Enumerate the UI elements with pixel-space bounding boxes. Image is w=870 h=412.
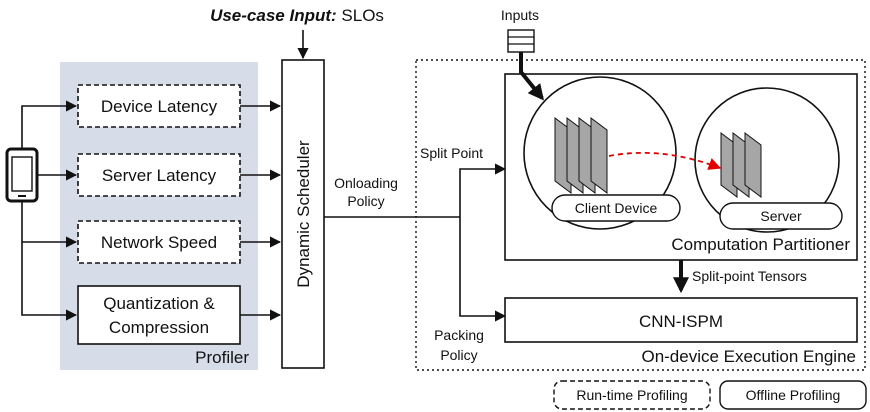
computation-partitioner-label: Computation Partitioner <box>671 235 850 254</box>
packing-policy-line2: Policy <box>440 347 477 363</box>
device-latency-label: Device Latency <box>101 97 218 116</box>
client-device-label: Client Device <box>575 200 658 216</box>
server-label-box <box>719 202 843 230</box>
cnn-ispm-label: CNN-ISPM <box>639 312 723 331</box>
legend-offline-label: Offline Profiling <box>746 387 841 403</box>
split-point-label: Split Point <box>420 145 483 161</box>
dynamic-scheduler-box <box>281 59 325 369</box>
split-point-tensors-label: Split-point Tensors <box>692 268 807 284</box>
phone-to-device-latency-arrow <box>21 100 78 149</box>
dynamic-scheduler-label: Dynamic Scheduler <box>294 140 313 288</box>
packing-policy-line1: Packing <box>434 327 484 343</box>
network-speed-label: Network Speed <box>101 233 217 252</box>
use-case-input-label: Use-case Input: SLOs <box>210 6 384 25</box>
server-latency-label: Server Latency <box>102 166 217 185</box>
split-point-arrow <box>459 163 507 217</box>
server-circle <box>694 87 840 233</box>
network-speed-box <box>77 220 241 264</box>
quantization-label-line1: Quantization & <box>103 294 215 313</box>
legend-runtime-label: Run-time Profiling <box>576 387 687 403</box>
server-label: Server <box>760 208 802 224</box>
quantization-label-line2: Compression <box>109 318 209 337</box>
server-cnn-layers-icon <box>720 132 762 198</box>
execution-engine-label: On-device Execution Engine <box>641 347 856 366</box>
phone-to-quantization-arrow <box>21 242 78 321</box>
client-device-label-box <box>551 194 681 222</box>
profiler-label: Profiler <box>195 348 249 367</box>
layer-transfer-arrow <box>608 152 722 170</box>
legend-offline-box <box>719 380 867 410</box>
use-case-input-prefix: Use-case Input: <box>210 6 337 25</box>
legend-runtime-box <box>553 380 711 410</box>
inputs-to-client-arrow <box>519 52 545 101</box>
onloading-policy-line1: Onloading <box>334 175 398 191</box>
inputs-label: Inputs <box>501 7 539 23</box>
onloading-policy-line2: Policy <box>347 193 384 209</box>
server-latency-box <box>77 153 241 197</box>
quantization-box <box>77 285 241 345</box>
input-queue-icon <box>507 29 535 53</box>
phone-icon <box>5 147 39 203</box>
device-latency-box <box>77 84 241 128</box>
packing-policy-arrow <box>459 217 507 322</box>
cnn-ispm-box <box>504 297 858 343</box>
client-cnn-layers-icon <box>554 117 608 194</box>
use-case-input-value: SLOs <box>337 6 384 25</box>
